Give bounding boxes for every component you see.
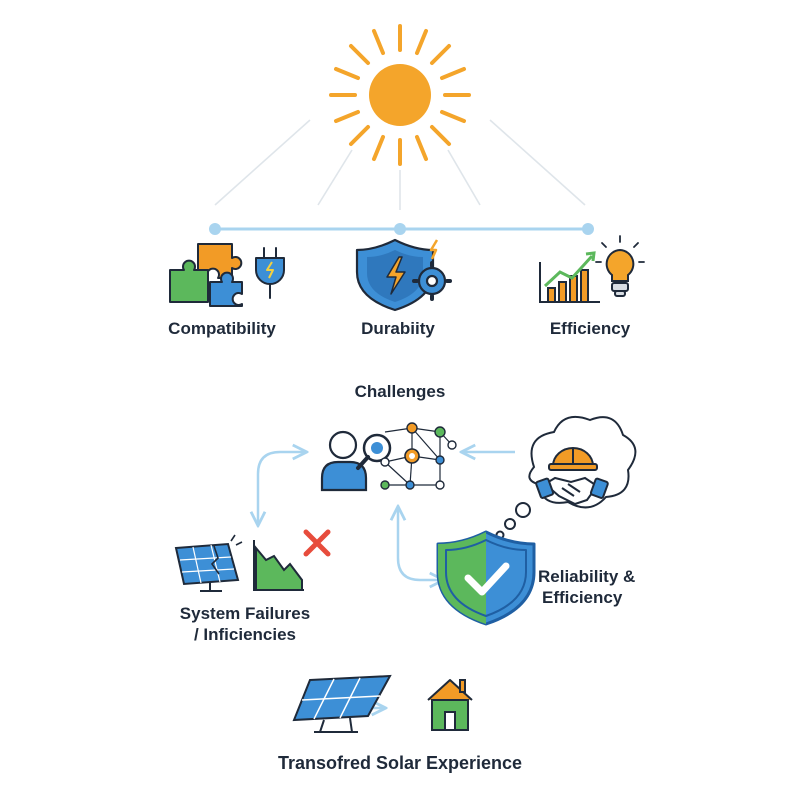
growth-chart-bulb-icon — [539, 235, 645, 303]
broken-panel-declining-chart-icon — [174, 529, 331, 592]
reliability-label-line1: Reliability & — [538, 567, 636, 586]
failures-label-line1: System Failures — [179, 604, 311, 623]
sun-icon — [329, 24, 471, 166]
shield-check-icon — [436, 530, 536, 626]
factor-label-durability: Durabiity — [361, 319, 435, 338]
sun-rays — [214, 119, 586, 210]
factor-label-compatibility: Compatibility — [168, 319, 276, 338]
failures-label: System Failures / Inficiencies — [180, 603, 310, 646]
shield-bolt-gear-icon — [355, 238, 452, 312]
challenges-title: Challenges — [354, 382, 446, 401]
failures-label-line2: / Inficiencies — [193, 625, 297, 645]
puzzle-plug-icon — [169, 243, 285, 307]
factor-label-efficiency: Efficiency — [549, 319, 631, 338]
reliability-label: Reliability & Efficiency — [538, 566, 635, 609]
factor-connector — [209, 223, 594, 235]
reliability-label-line2: Efficiency — [542, 588, 623, 608]
solar-panel-to-home-icon — [292, 674, 473, 733]
footer-label: Transofred Solar Experience — [277, 753, 523, 773]
thought-bubble-handshake-helmet-icon — [495, 416, 637, 540]
person-network-analysis-icon — [320, 422, 457, 492]
